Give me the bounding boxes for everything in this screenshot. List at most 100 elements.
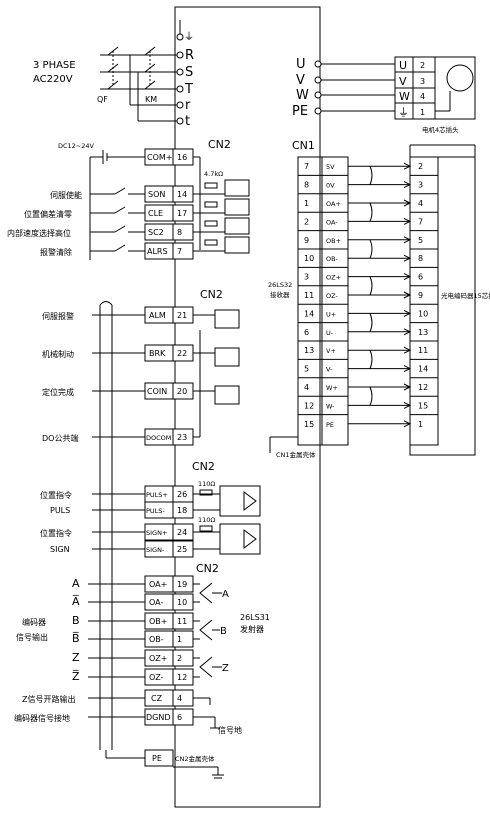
driver-V: V [296,73,305,88]
cn1-signal: U+ [326,310,336,318]
input-desc-alrs: 报警清除 [40,247,72,257]
enc-pin: 13 [418,328,428,337]
input-signal-cle: CLE [148,209,163,218]
input-desc-cle: 位置偏差清零 [24,209,72,219]
cn1-chip: 26LS32 [268,281,292,289]
cn2-header-top: CN2 [208,138,231,151]
cn1-pin: 7 [304,162,309,171]
cn1-pin: 11 [304,291,314,300]
twisted-pair [369,202,373,222]
enc-pin: 7 [418,217,423,226]
enc-signal-oz-minus: OZ- [149,673,164,682]
input-row-sc2: 内部速度选择高位 SC2 8 [7,223,194,241]
cn2-pulse-section: CN2 位置指令 PULS 位置指令 SIGN PULS+ 26 PULS- 1… [40,460,261,558]
enc-side-2: 信号输出 [16,632,48,642]
enc-left-A: A [72,577,80,590]
cn1-signal: OB+ [326,237,341,245]
driver-U: U [296,57,306,72]
input-signal-sc2: SC2 [148,228,164,237]
output-signal-coin: COIN [147,387,167,396]
output-pin-docom: 23 [177,433,187,442]
enc-signal-oa-plus: OA+ [149,580,167,589]
enc-pin: 3 [418,181,423,190]
motor-caption: 电机4芯插头 [422,125,459,134]
driver-label-B: B [220,626,227,637]
cn2-header-encoder: CN2 [196,562,219,575]
input-row-cle: 位置偏差清零 CLE 17 [24,204,194,222]
motor-section: U V W PE U V W ⏚ 2 3 4 1 电机4芯插头 [292,56,476,134]
motor-pin-2: 2 [420,61,425,70]
cn1-signal: 0V [326,182,335,190]
enc-pin: 4 [418,199,423,208]
encoder-chip: 26LS31 [240,613,270,622]
resistor-label: 4.7kΩ [204,170,223,178]
driver-label-Z: Z [222,663,229,674]
signal-ground-label: 信号地 [218,725,242,735]
pulse-pin-24: 24 [177,528,187,537]
input-desc-sc2: 内部速度选择高位 [7,228,71,238]
input-row-son: 伺服使能 SON 14 [50,185,194,203]
driver-W: W [296,88,309,103]
enc-pin: 10 [418,309,428,318]
cn1-pin: 10 [304,254,314,263]
cn1-pin: 12 [304,401,314,410]
motor-symbol [446,64,474,92]
output-row-brk: 机械制动 BRK 22 [42,344,240,367]
enc-signal-ob-minus: OB- [149,635,164,644]
cn2-header-mid: CN2 [200,288,223,301]
motor-pin-3: 3 [420,77,425,86]
dgnd-pin: 6 [177,713,182,722]
output-row-coin: 定位完成 COIN 20 [42,382,240,405]
cn1-signal: OZ+ [326,274,341,282]
enc-pin: 8 [418,254,423,263]
terminal-R: R [185,48,194,63]
cn1-pin: 13 [304,346,314,355]
qf-label: QF [97,95,108,104]
input-signal-son: SON [148,190,165,199]
enc-signal-ob-plus: OB+ [149,617,168,626]
pulse-pin-25: 25 [177,545,187,554]
pulse-resistor-1: 110Ω [198,480,215,488]
enc-pin-10: 10 [177,598,187,607]
cn2-pe: PE [152,754,162,763]
cn1-signal: 5V [326,163,335,171]
output-desc-coin: 定位完成 [42,387,74,397]
enc-left-Z-bar: Z̅ [72,670,80,683]
cn2-encoder-section: CN2 26LS31 发射器 A A̅ B B̅ Z Z̅ 编码器 信号输出 O… [14,562,270,779]
motor-V: V [399,75,407,88]
cn1-signal: OZ- [326,292,338,300]
output-pin-brk: 22 [177,349,187,358]
enc-left-B: B [72,614,80,627]
cn1-pin: 15 [304,420,314,429]
enc-pin: 1 [418,420,423,429]
input-pin-sc2: 8 [177,228,182,237]
output-desc-brk: 机械制动 [42,349,74,359]
terminal-t: t [185,114,190,129]
pulse-pin-18: 18 [177,506,187,515]
twisted-pair [369,313,373,332]
input-pin-alrs: 7 [177,247,182,256]
twisted-pair [369,276,373,296]
input-signal-alrs: ALRS [147,247,168,256]
cn2-header-pulse: CN2 [192,460,215,473]
cn1-pin: 5 [304,365,309,374]
pulse-signal-sign-plus: SIGN+ [146,529,167,537]
enc-pin: 11 [418,346,428,355]
sign-desc-2: SIGN [50,545,70,554]
driver-PE: PE [292,104,308,119]
pulse-resistor-2: 110Ω [198,516,215,524]
cn1-pin: 3 [304,273,309,282]
pulse-signal-sign-minus: SIGN- [146,546,165,554]
input-row-alrs: 报警清除 ALRS 7 [40,242,194,260]
output-signal-alm: ALM [149,311,166,320]
power-label-1: 3 PHASE [33,60,76,71]
enc-side-1: 编码器 [22,617,46,627]
terminal-S: S [185,65,193,80]
enc-left-Z: Z [72,651,80,664]
encoder-connector-caption-1: 光电编码器15芯插头 [441,291,490,300]
output-pin-coin: 20 [177,387,187,396]
enc-pin-11: 11 [177,617,187,626]
